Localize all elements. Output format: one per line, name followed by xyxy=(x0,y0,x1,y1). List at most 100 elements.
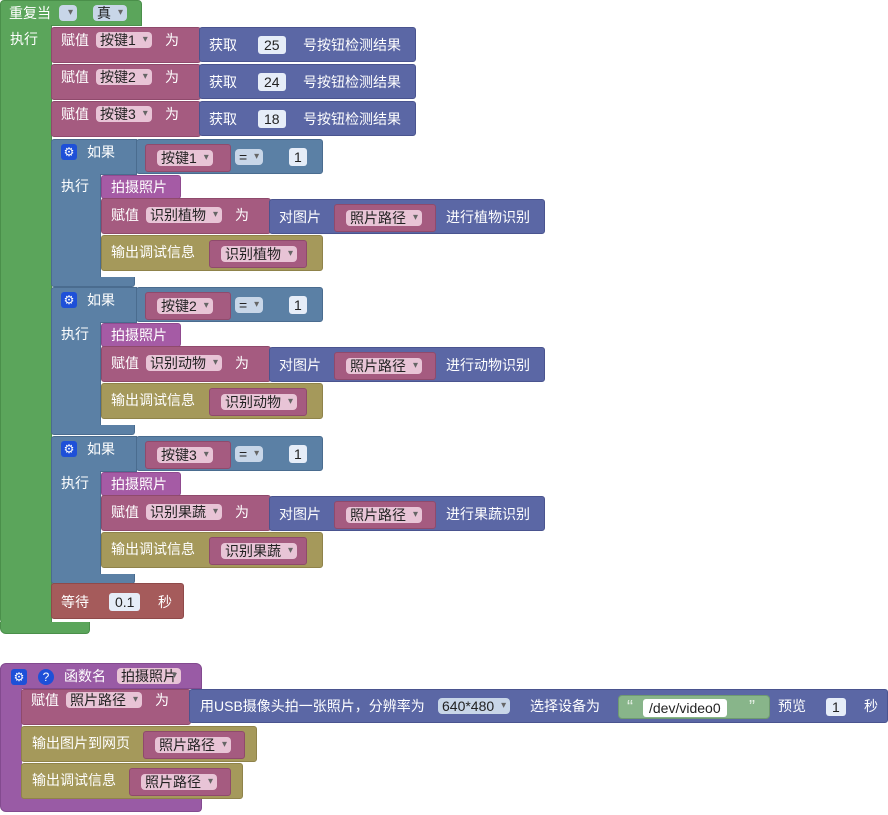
output-web-var-block[interactable]: 照片路径 xyxy=(143,731,245,759)
compare-block[interactable]: 按键1 = 1 xyxy=(136,139,323,174)
if-block[interactable]: ⚙ 如果 xyxy=(51,139,137,175)
output-web-block[interactable]: 输出图片到网页 照片路径 xyxy=(21,726,257,762)
pin-input[interactable]: 18 xyxy=(258,110,286,128)
photo-var-block[interactable]: 照片路径 xyxy=(334,204,436,232)
repeat-while-block[interactable]: 重复当 真 xyxy=(0,0,142,26)
assign-block[interactable]: 赋值 按键3 为 xyxy=(51,101,201,137)
gear-icon[interactable]: ⚙ xyxy=(61,441,77,457)
recognize-assign-block[interactable]: 赋值 识别植物 为 xyxy=(101,198,271,234)
if-do-label: 执行 xyxy=(61,475,89,491)
if-label: 如果 xyxy=(87,441,115,457)
wait-unit-label: 秒 xyxy=(158,594,172,610)
if-block[interactable]: ⚙ 如果 xyxy=(51,436,137,472)
wait-value-input[interactable]: 0.1 xyxy=(109,593,141,611)
compare-value-input[interactable]: 1 xyxy=(289,296,307,314)
gear-icon[interactable]: ⚙ xyxy=(61,292,77,308)
function-footer xyxy=(0,798,202,812)
photo-var-dropdown[interactable]: 照片路径 xyxy=(346,358,422,374)
print-var-block[interactable]: 识别植物 xyxy=(209,240,307,268)
output-web-var-dropdown[interactable]: 照片路径 xyxy=(155,737,231,753)
get-button-block[interactable]: 获取 24 号按钮检测结果 xyxy=(199,64,416,99)
assign-block[interactable]: 赋值 按键1 为 xyxy=(51,27,201,63)
compare-op-dropdown[interactable]: = xyxy=(235,446,264,462)
gear-icon[interactable]: ⚙ xyxy=(61,144,77,160)
recognize-block[interactable]: 对图片 照片路径 进行植物识别 xyxy=(269,199,545,234)
device-string-block[interactable]: “ /dev/video0 ” xyxy=(618,695,770,719)
compare-value-input[interactable]: 1 xyxy=(289,148,307,166)
print-label: 输出调试信息 xyxy=(111,541,195,557)
assign-block[interactable]: 赋值 按键2 为 xyxy=(51,64,201,100)
pin-input[interactable]: 25 xyxy=(258,36,286,54)
as-label: 为 xyxy=(165,69,179,85)
func-print-block[interactable]: 输出调试信息 照片路径 xyxy=(21,763,243,799)
photo-var-dropdown[interactable]: 照片路径 xyxy=(346,507,422,523)
recognize-block[interactable]: 对图片 照片路径 进行果蔬识别 xyxy=(269,496,545,531)
print-block[interactable]: 输出调试信息 识别植物 xyxy=(101,235,323,271)
if-do-label: 执行 xyxy=(61,326,89,342)
func-print-var-dropdown[interactable]: 照片路径 xyxy=(141,774,217,790)
compare-op-dropdown[interactable]: = xyxy=(235,149,264,165)
assign-var-dropdown[interactable]: 按键3 xyxy=(96,106,152,122)
function-name-label: 函数名 xyxy=(64,668,106,684)
compare-op-dropdown[interactable]: = xyxy=(235,297,264,313)
compare-var-dropdown[interactable]: 按键2 xyxy=(157,298,213,314)
compare-var-dropdown[interactable]: 按键1 xyxy=(157,150,213,166)
recognize-assign-block[interactable]: 赋值 识别果蔬 为 xyxy=(101,495,271,531)
wait-block[interactable]: 等待 0.1 秒 xyxy=(51,583,184,619)
take-photo-call-block[interactable]: 拍摄照片 xyxy=(101,175,181,199)
take-photo-call-block[interactable]: 拍摄照片 xyxy=(101,323,181,347)
photo-var-block[interactable]: 照片路径 xyxy=(334,352,436,380)
func-print-var-block[interactable]: 照片路径 xyxy=(129,768,231,796)
compare-block[interactable]: 按键3 = 1 xyxy=(136,436,323,471)
pin-input[interactable]: 24 xyxy=(258,73,286,91)
condition-value-dropdown[interactable]: 真 xyxy=(93,5,127,21)
repeat-while-label: 重复当 xyxy=(9,5,51,21)
compare-value-input[interactable]: 1 xyxy=(289,445,307,463)
func-assign-block[interactable]: 赋值 照片路径 为 xyxy=(21,689,191,725)
as-label: 为 xyxy=(165,32,179,48)
result-var-dropdown[interactable]: 识别植物 xyxy=(146,207,222,223)
assign-var-dropdown[interactable]: 按键2 xyxy=(96,69,152,85)
print-var-block[interactable]: 识别果蔬 xyxy=(209,537,307,565)
usb-camera-block[interactable]: 用USB摄像头拍一张照片，分辨率为 640*480 选择设备为 “ /dev/v… xyxy=(189,689,888,723)
help-icon[interactable]: ? xyxy=(38,669,54,685)
assign-var-dropdown[interactable]: 按键1 xyxy=(96,32,152,48)
result-var-dropdown[interactable]: 识别动物 xyxy=(146,355,222,371)
get-button-block[interactable]: 获取 18 号按钮检测结果 xyxy=(199,101,416,136)
func-var-dropdown[interactable]: 照片路径 xyxy=(66,692,142,708)
condition-dropdown[interactable] xyxy=(59,5,77,21)
loop-body-rail: 执行 xyxy=(0,25,52,625)
close-quote-icon: ” xyxy=(749,697,755,717)
print-var-dropdown[interactable]: 识别动物 xyxy=(221,394,297,410)
as-label: 为 xyxy=(235,207,249,223)
photo-var-block[interactable]: 照片路径 xyxy=(334,501,436,529)
compare-var-block[interactable]: 按键2 xyxy=(145,292,231,320)
get-label: 获取 xyxy=(209,74,237,90)
photo-var-dropdown[interactable]: 照片路径 xyxy=(346,210,422,226)
preview-value-input[interactable]: 1 xyxy=(826,698,846,716)
recognize-action-label: 进行植物识别 xyxy=(446,209,530,225)
print-label: 输出调试信息 xyxy=(111,392,195,408)
print-var-block[interactable]: 识别动物 xyxy=(209,388,307,416)
compare-var-block[interactable]: 按键1 xyxy=(145,144,231,172)
compare-var-block[interactable]: 按键3 xyxy=(145,441,231,469)
print-block[interactable]: 输出调试信息 识别果蔬 xyxy=(101,532,323,568)
device-value-input[interactable]: /dev/video0 xyxy=(643,699,727,717)
compare-var-dropdown[interactable]: 按键3 xyxy=(157,447,213,463)
print-label: 输出调试信息 xyxy=(32,772,116,788)
recognize-assign-block[interactable]: 赋值 识别动物 为 xyxy=(101,346,271,382)
gear-icon[interactable]: ⚙ xyxy=(11,669,27,685)
print-var-dropdown[interactable]: 识别植物 xyxy=(221,246,297,262)
function-def-block[interactable]: ⚙ ? 函数名 拍摄照片 xyxy=(0,663,202,689)
if-block[interactable]: ⚙ 如果 xyxy=(51,287,137,323)
print-var-dropdown[interactable]: 识别果蔬 xyxy=(221,543,297,559)
compare-block[interactable]: 按键2 = 1 xyxy=(136,287,323,322)
take-photo-call-block[interactable]: 拍摄照片 xyxy=(101,472,181,496)
result-var-dropdown[interactable]: 识别果蔬 xyxy=(146,504,222,520)
function-name-field[interactable]: 拍摄照片 xyxy=(117,668,181,684)
print-block[interactable]: 输出调试信息 识别动物 xyxy=(101,383,323,419)
recognize-block[interactable]: 对图片 照片路径 进行动物识别 xyxy=(269,347,545,382)
if-footer xyxy=(51,425,135,435)
get-button-block[interactable]: 获取 25 号按钮检测结果 xyxy=(199,27,416,62)
resolution-dropdown[interactable]: 640*480 xyxy=(438,698,511,714)
